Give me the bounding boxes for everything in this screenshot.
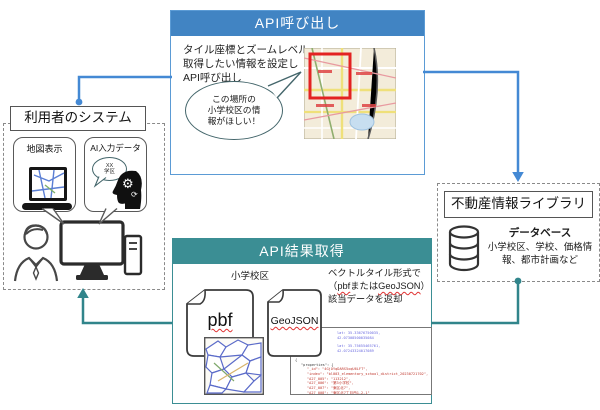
desktop-computer-icon <box>59 220 143 280</box>
desktop-tower-icon <box>123 234 143 276</box>
district-map-image <box>204 337 264 395</box>
arrow-apicall-to-library <box>423 70 524 182</box>
return-format-text: ベクトルタイル形式で （pbfまたはGeoJSON） 該当データを返却 <box>328 268 430 304</box>
district-label: 小学校区 <box>231 271 270 282</box>
api-call-box: API呼び出し タイル座標とズームレベル、 取得したい情報を設定し API呼び出… <box>170 10 425 175</box>
database-heading: データベース <box>508 227 572 239</box>
api-call-box-title: API呼び出し <box>171 11 424 36</box>
ai-input-label: AI入力データ <box>90 143 141 153</box>
geojson-file-icon: GeoJSON <box>266 288 323 358</box>
user-system-title: 利用者のシステム <box>10 106 146 131</box>
laptop-icon <box>22 167 72 210</box>
database-icon <box>448 225 480 272</box>
map-display-label: 地図表示 <box>26 144 63 154</box>
cycle-arrows-icon: ⟳ <box>131 190 138 199</box>
gear-icon: ⚙ <box>122 176 134 191</box>
library-title: 不動産情報ライブラリ <box>444 191 593 218</box>
api-call-description: タイル座標とズームレベル、 取得したい情報を設定し API呼び出し <box>183 44 320 84</box>
api-result-box-title: API結果取得 <box>173 239 431 264</box>
geojson-file-label: GeoJSON <box>270 315 319 327</box>
arrow-apiresult-to-user <box>77 288 172 325</box>
arrow-user-to-apicall <box>75 75 172 106</box>
monitor-icon <box>59 220 125 266</box>
road-map-image <box>304 48 396 139</box>
ai-head-icon: ⚙ ⟳ <box>112 170 142 209</box>
request-speech-bubble: この場所の 小学校区の情 報がほしい！ <box>185 81 283 140</box>
selected-tile-rectangle <box>308 52 352 100</box>
database-description: データベース 小学校区、学校、価格情 報、都市計画など <box>484 225 596 267</box>
pbf-file-label: pbf <box>207 310 233 330</box>
person-icon <box>13 224 59 282</box>
arrow-library-to-apiresult <box>431 277 522 325</box>
